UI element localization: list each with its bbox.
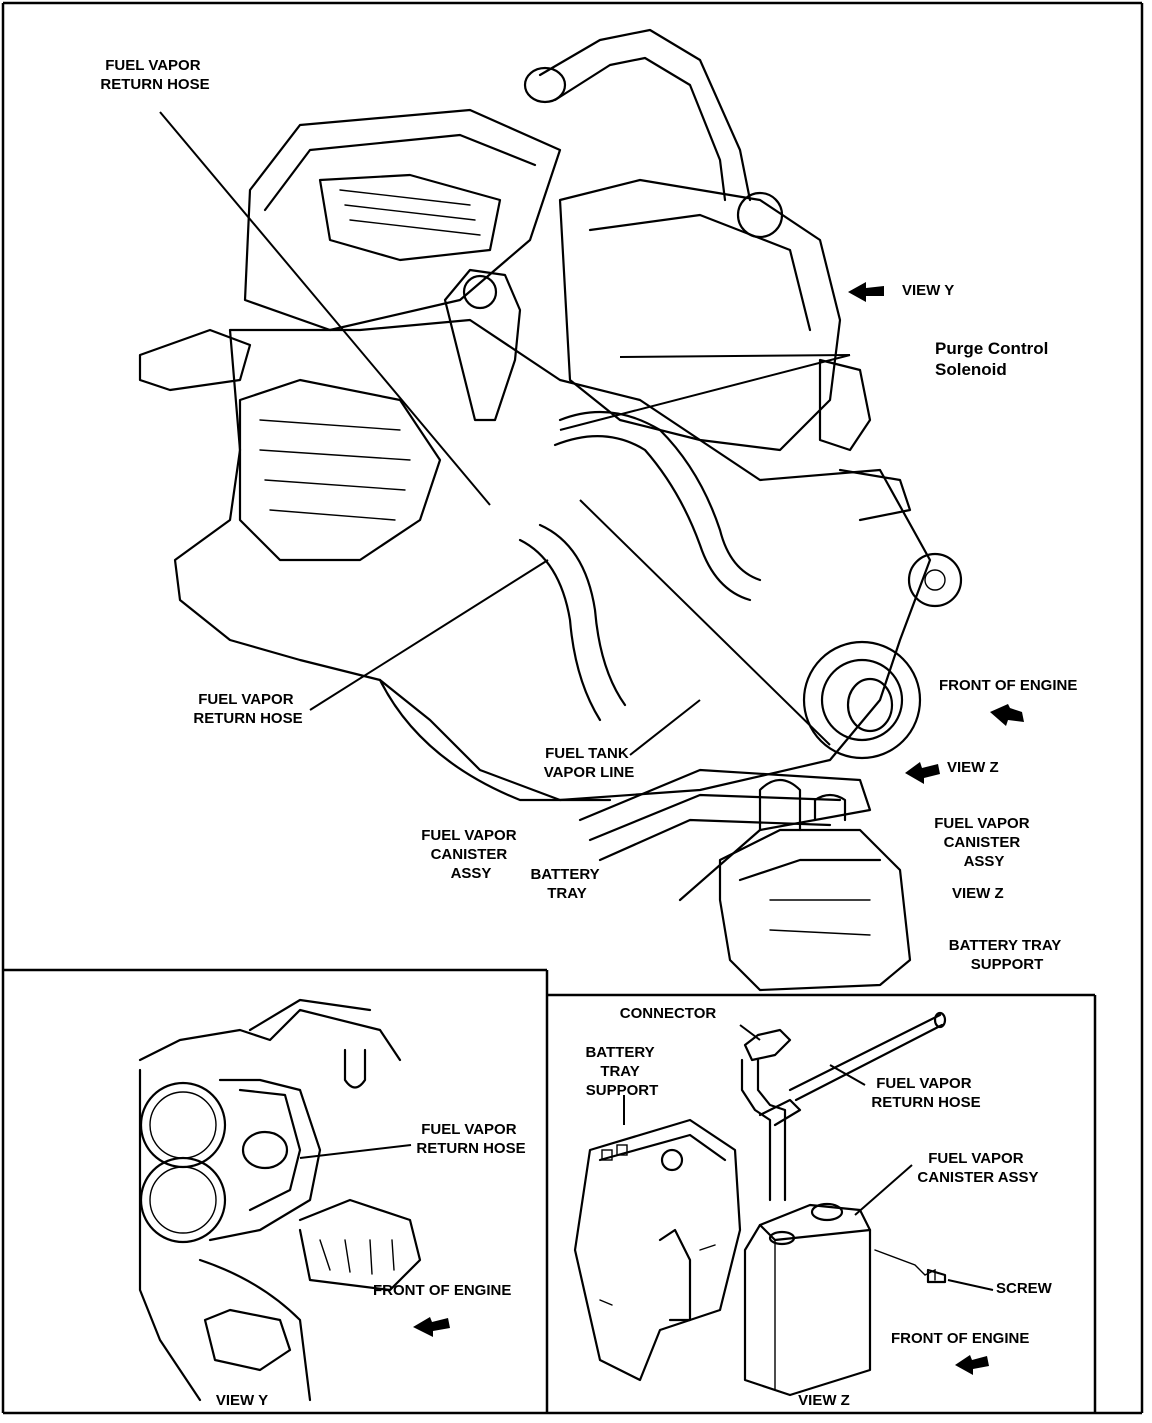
label-view-z-caption: VIEW Z	[798, 1392, 850, 1409]
label-view-z-connector: CONNECTOR	[620, 1005, 717, 1022]
view-z-front-arrow-icon	[955, 1355, 989, 1375]
label-view-z-screw: SCREW	[996, 1280, 1053, 1297]
labels-main: FUEL VAPOR RETURN HOSE VIEW Y Purge Cont…	[100, 57, 1077, 973]
label-fuel-tank-vapor-line: FUEL TANK VAPOR LINE	[544, 745, 635, 781]
view-y-front-arrow-icon	[413, 1317, 450, 1337]
label-front-of-engine-main: FRONT OF ENGINE	[939, 677, 1077, 694]
label-purge-control-solenoid: Purge Control Solenoid	[935, 339, 1053, 379]
label-view-y-arrow: VIEW Y	[902, 282, 954, 299]
front-of-engine-arrow-icon	[990, 704, 1024, 726]
view-z-arrow-icon	[905, 762, 940, 784]
label-view-z-arrow: VIEW Z	[947, 759, 999, 776]
label-view-y-front-of-engine: FRONT OF ENGINE	[373, 1282, 511, 1299]
direction-arrows-main	[848, 282, 1024, 784]
label-fuel-vapor-canister-assy-left: FUEL VAPOR CANISTER ASSY	[421, 827, 520, 882]
view-z-inset	[573, 1011, 994, 1397]
engine-illustration	[138, 28, 963, 802]
label-fuel-vapor-return-hose-mid: FUEL VAPOR RETURN HOSE	[193, 691, 302, 727]
labels-view-z: CONNECTOR BATTERY TRAY SUPPORT FUEL VAPO…	[585, 1005, 1052, 1409]
label-view-z-battery-tray-support: BATTERY TRAY SUPPORT	[585, 1044, 658, 1099]
label-view-y-caption: VIEW Y	[216, 1392, 268, 1409]
label-view-z-fuel-vapor-return-hose: FUEL VAPOR RETURN HOSE	[871, 1075, 980, 1111]
view-y-inset	[138, 998, 450, 1402]
label-view-z-main: VIEW Z	[952, 885, 1004, 902]
battery-tray-and-canister	[578, 768, 912, 992]
label-fuel-vapor-return-hose-top: FUEL VAPOR RETURN HOSE	[100, 57, 209, 93]
label-fuel-vapor-canister-assy-right: FUEL VAPOR CANISTER ASSY	[934, 815, 1033, 870]
label-battery-tray-support-main: BATTERY TRAY SUPPORT	[949, 937, 1065, 973]
label-battery-tray: BATTERY TRAY	[530, 866, 603, 902]
leader-lines-main	[159, 111, 851, 756]
label-view-z-front-of-engine: FRONT OF ENGINE	[891, 1330, 1029, 1347]
label-view-z-fuel-vapor-canister-assy: FUEL VAPOR CANISTER ASSY	[917, 1150, 1038, 1186]
label-view-y-fuel-vapor-return-hose: FUEL VAPOR RETURN HOSE	[416, 1121, 525, 1157]
labels-view-y: FUEL VAPOR RETURN HOSE FRONT OF ENGINE V…	[216, 1121, 526, 1409]
view-y-arrow-icon	[848, 282, 884, 302]
